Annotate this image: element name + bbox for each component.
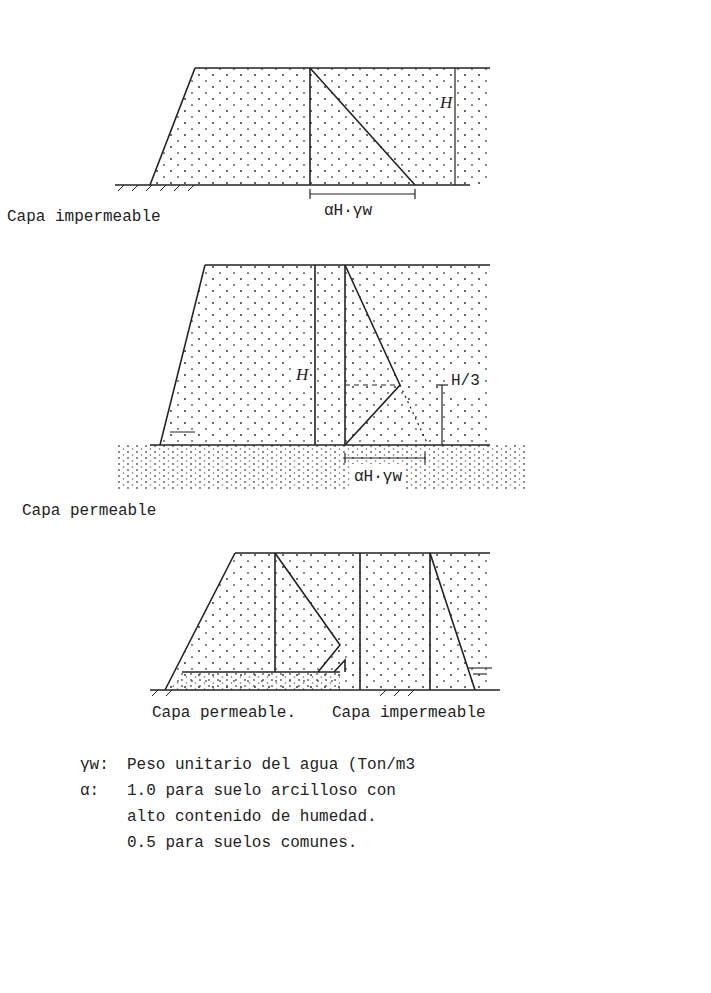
layer-label: Capa permeable. bbox=[150, 700, 298, 726]
dimension-label: H bbox=[438, 90, 454, 116]
layer-label: Capa permeable bbox=[20, 498, 158, 524]
note-text: 1.0 para suelo arcilloso con alto conten… bbox=[125, 778, 439, 830]
symbol-label: γw: bbox=[78, 752, 111, 778]
note-text: Peso unitario del agua (Ton/m3 bbox=[125, 752, 417, 778]
layer-label: Capa impermeable bbox=[330, 700, 488, 726]
dimension-label: αH·γw bbox=[352, 464, 404, 490]
dimension-label: αH·γw bbox=[322, 198, 374, 224]
dimension-label: H/3 bbox=[449, 368, 482, 394]
symbol-label: α: bbox=[78, 778, 101, 804]
dimension-label: H bbox=[294, 362, 310, 388]
layer-label: Capa impermeable bbox=[5, 204, 163, 230]
note-text: 0.5 para suelos comunes. bbox=[125, 830, 359, 856]
